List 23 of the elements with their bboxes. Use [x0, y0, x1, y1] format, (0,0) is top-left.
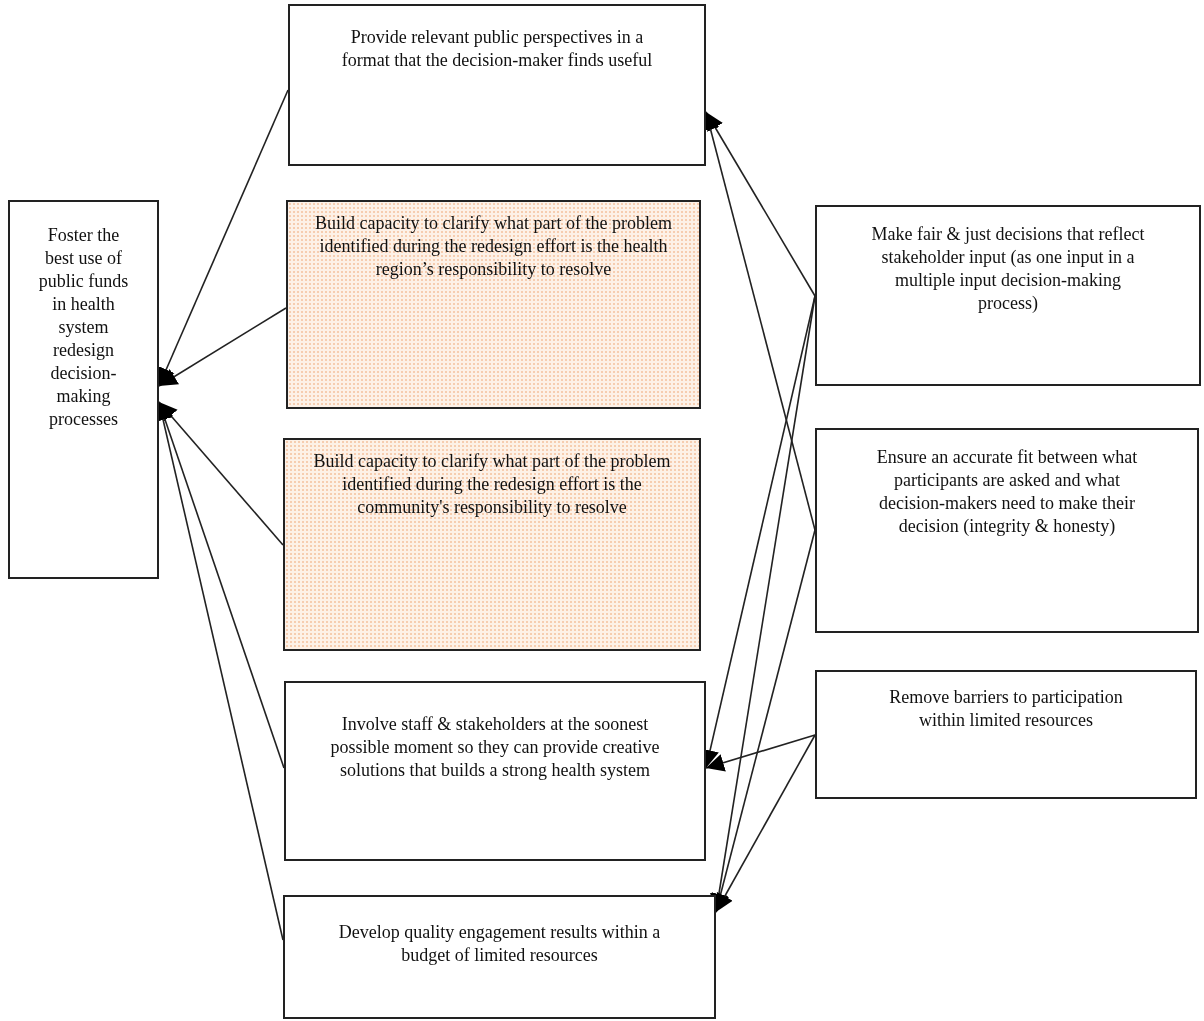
arrow — [158, 307, 287, 387]
box-text: Make fair & just decisions that reflect stakeholder input (as one input in a multiple input decision-making process) — [870, 223, 1146, 315]
process-box — [286, 200, 701, 409]
process-box — [815, 428, 1199, 633]
process-box — [288, 4, 706, 166]
box-text: Foster the best use of public funds in health system redesign decision-making processes — [37, 224, 130, 431]
box-text: Ensure an accurate fit between what participants are asked and what decision-makers need to make their decision (integrity & honesty) — [875, 446, 1139, 538]
process-box — [815, 670, 1197, 799]
process-box — [283, 895, 716, 1019]
box-text: Build capacity to clarify what part of the problem identified during the redesign effort is the community's responsibility to resolve — [312, 450, 672, 519]
box-text: Remove barriers to participation within limited resources — [888, 686, 1124, 732]
process-box — [283, 438, 701, 651]
arrow — [705, 111, 816, 297]
box-text: Provide relevant public perspectives in a format that the decision-maker finds useful — [340, 26, 654, 72]
process-box — [8, 200, 159, 579]
box-text: Involve staff & stakeholders at the soonest possible moment so they can provide creative solutions that builds a strong health system — [330, 713, 660, 782]
box-text: Develop quality engagement results within a budget of limited resources — [337, 921, 662, 967]
process-box — [815, 205, 1201, 386]
arrow — [158, 401, 284, 546]
arrow — [705, 734, 816, 772]
box-text: Build capacity to clarify what part of the problem identified during the redesign effort is the health region’s responsibility to resolve — [314, 212, 673, 281]
process-box — [284, 681, 706, 861]
arrow — [715, 734, 816, 913]
